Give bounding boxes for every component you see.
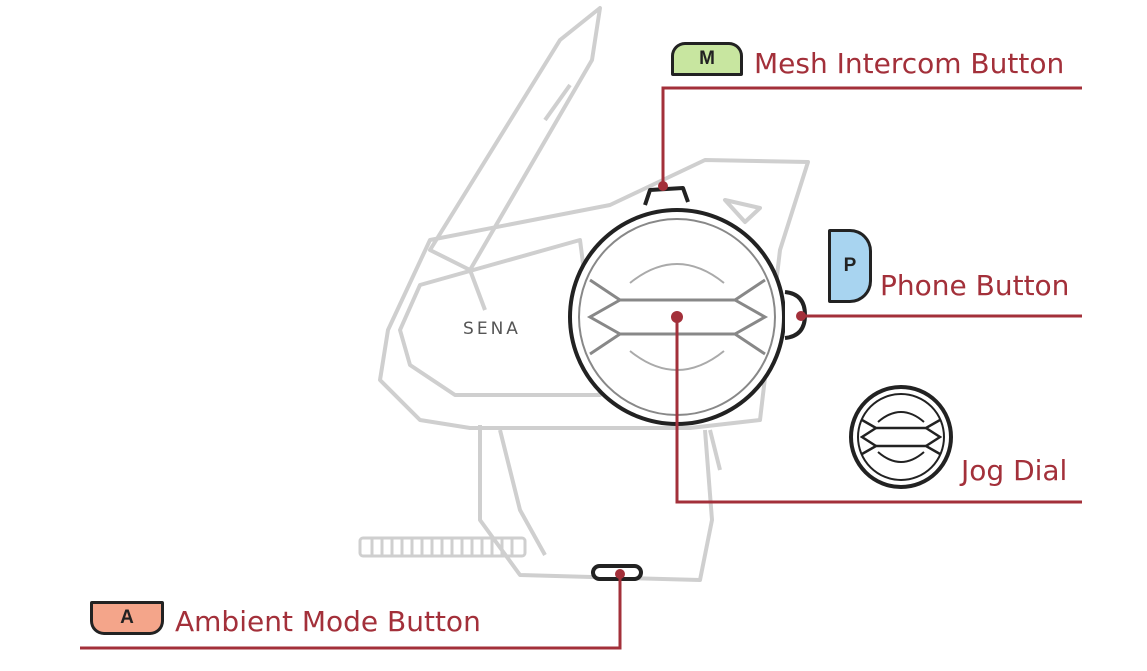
boom-arm xyxy=(428,6,602,311)
mesh-intercom-button-label: Mesh Intercom Button xyxy=(754,47,1065,80)
jog-leader-line xyxy=(675,317,1082,504)
leader-lines xyxy=(80,86,1082,650)
leader-dots xyxy=(615,181,806,579)
phone-button-label: Phone Button xyxy=(880,269,1070,302)
ambient-mode-button-label: Ambient Mode Button xyxy=(175,605,481,638)
mesh-button-shape xyxy=(643,186,690,206)
mesh-leader-line xyxy=(661,86,1082,186)
jog-dial-label: Jog Dial xyxy=(961,454,1068,487)
sena-logo: SENA xyxy=(463,319,521,339)
cable xyxy=(358,536,527,558)
mesh-key-badge: M xyxy=(671,42,743,76)
jog-dial-icon xyxy=(849,385,953,489)
phone-key-badge: P xyxy=(828,229,872,303)
ambient-key-badge: A xyxy=(90,601,164,635)
ambient-leader-line xyxy=(80,574,622,650)
